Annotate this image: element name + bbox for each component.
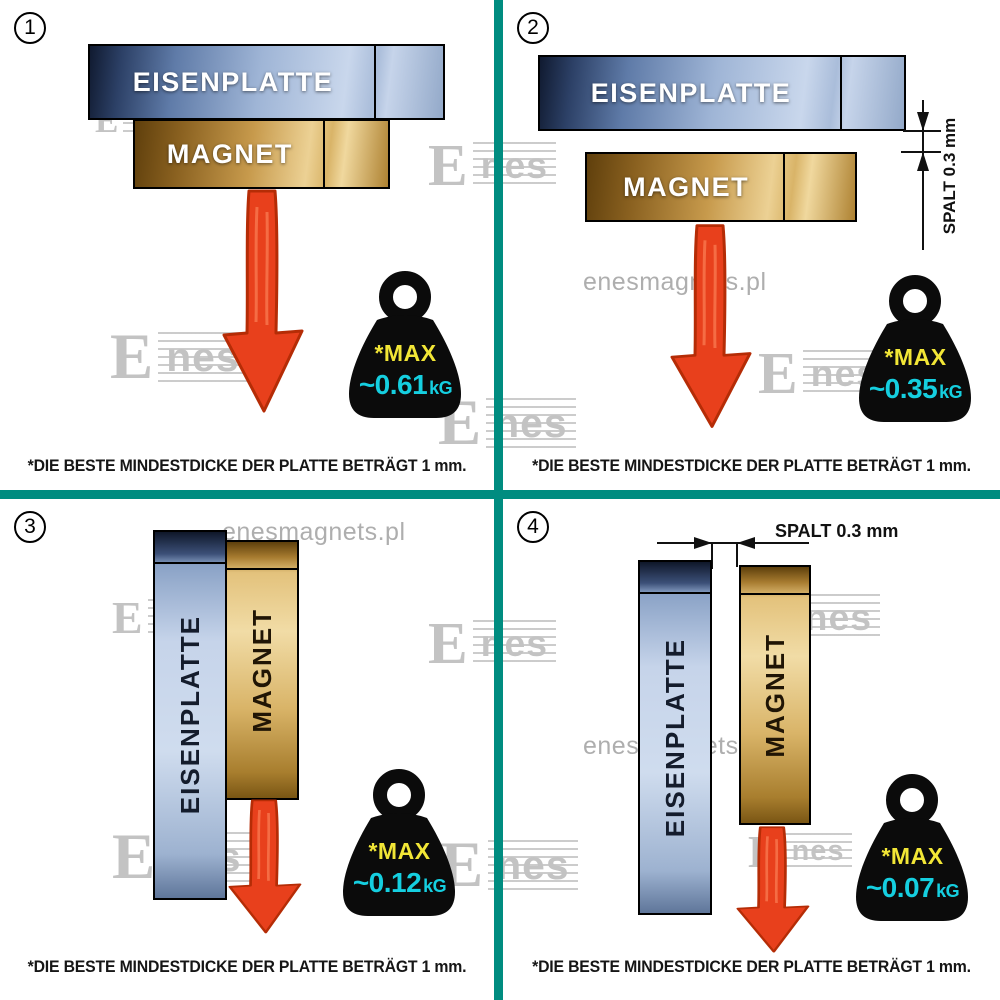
enes-logo-e: E <box>110 321 154 393</box>
panel-number-badge: 1 <box>14 12 46 44</box>
enes-logo-nes: nes <box>472 619 557 667</box>
weight-unit: kG <box>423 876 447 896</box>
weight-unit: kG <box>939 382 963 402</box>
weight-number: ~0.61 <box>358 369 428 400</box>
magnet-label: MAGNET <box>246 607 277 733</box>
caption-text: *DIE BESTE MINDESTDICKE DER PLATTE BETRÄ… <box>532 957 922 976</box>
magnet-label: MAGNET <box>166 138 293 169</box>
max-label: *MAX <box>374 340 437 366</box>
caption-text: *DIE BESTE MINDESTDICKE DER PLATTE BETRÄ… <box>532 456 922 475</box>
caption: *DIE BESTE MINDESTDICKE DER PLATTE BETRÄ… <box>17 957 476 977</box>
enes-logo-nes: nes <box>488 840 578 892</box>
max-label: *MAX <box>368 838 431 864</box>
divider-vertical <box>494 0 503 1000</box>
magnet: MAGNET <box>225 540 299 800</box>
iron-plate-label: EISENPLATTE <box>659 637 690 838</box>
enes-logo-e: E <box>112 592 143 643</box>
caption-bold-text: 1 mm. <box>421 456 467 475</box>
divider-horizontal <box>0 490 1000 499</box>
magnet: MAGNET <box>133 119 390 189</box>
caption-bold-text: 1 mm. <box>926 957 971 976</box>
iron-plate: EISENPLATTE <box>153 530 227 900</box>
iron-plate-label: EISENPLATTE <box>590 77 792 108</box>
iron-plate: EISENPLATTE <box>638 560 712 915</box>
weight-unit: kG <box>936 881 960 901</box>
caption-bold-text: 1 mm. <box>421 957 467 976</box>
caption-text: *DIE BESTE MINDESTDICKE DER PLATTE BETRÄ… <box>27 957 418 976</box>
gap-size-label: SPALT 0.3 mm <box>940 117 959 235</box>
panel-number-badge: 2 <box>517 12 549 44</box>
max-label: *MAX <box>884 344 947 370</box>
caption: *DIE BESTE MINDESTDICKE DER PLATTE BETRÄ… <box>520 456 982 476</box>
magnet-label: MAGNET <box>759 632 790 758</box>
enes-logo-e: E <box>758 340 798 406</box>
caption-bold-text: 1 mm. <box>926 456 971 475</box>
pull-force-arrow-icon <box>660 222 760 432</box>
enes-logo-e: E <box>112 821 156 893</box>
max-label: *MAX <box>881 843 944 869</box>
weight-number: ~0.35 <box>868 373 938 404</box>
magnet-label: MAGNET <box>623 171 750 202</box>
caption: *DIE BESTE MINDESTDICKE DER PLATTE BETRÄ… <box>520 957 982 977</box>
iron-plate: EISENPLATTE <box>538 55 906 131</box>
weight-number: ~0.07 <box>865 872 935 903</box>
enes-logo-nes: nes <box>783 833 853 870</box>
enes-logo-e: E <box>428 132 468 198</box>
iron-plate-label: EISENPLATTE <box>174 615 205 815</box>
pull-force-arrow-icon <box>212 187 312 417</box>
site-watermark: enesmagnets.pl <box>583 268 767 296</box>
pull-force-arrow-icon <box>219 798 309 936</box>
gap-size-label: SPALT 0.3 mm <box>775 521 899 541</box>
panel-number-badge: 4 <box>517 511 549 543</box>
enes-logo-nes: nes <box>472 141 557 189</box>
diagram-panel-2: 2 EISENPLATTE MAGNET SPALT 0.3 mm <box>503 0 1000 490</box>
magnet: MAGNET <box>585 152 857 222</box>
iron-plate-label: EISENPLATTE <box>132 66 334 97</box>
magnet: MAGNET <box>739 565 811 825</box>
weight-number: ~0.12 <box>352 867 422 898</box>
caption-text: *DIE BESTE MINDESTDICKE DER PLATTE BETRÄ… <box>27 456 418 475</box>
iron-plate: EISENPLATTE <box>88 44 445 120</box>
caption: *DIE BESTE MINDESTDICKE DER PLATTE BETRÄ… <box>17 456 476 476</box>
pull-force-arrow-icon <box>727 825 817 955</box>
gap-dimension-lines <box>901 100 945 270</box>
panel-number-badge: 3 <box>14 511 46 543</box>
weight-unit: kG <box>429 378 453 398</box>
gap-dimension-lines <box>653 531 813 571</box>
enes-logo-e: E <box>428 610 468 676</box>
diagram-panel-4: 4 SPALT 0.3 mm EISENPLATTE MAGNET <box>503 499 1000 1000</box>
